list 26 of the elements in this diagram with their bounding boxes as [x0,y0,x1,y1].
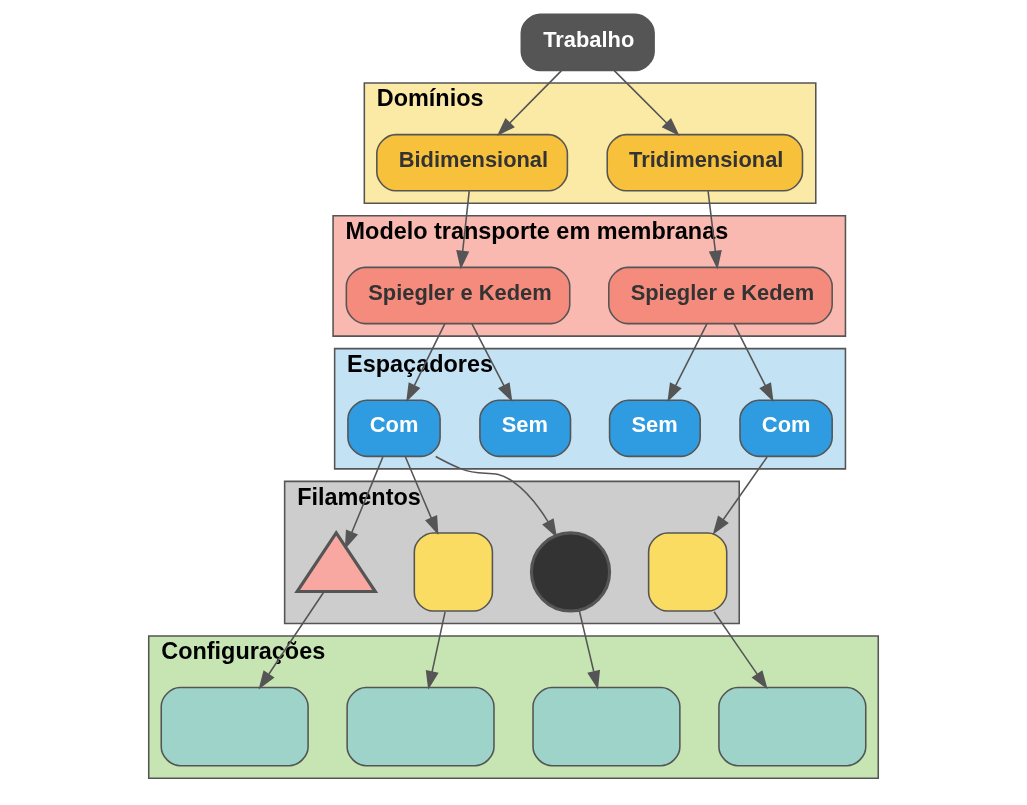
node-box: Sem [608,399,701,458]
node-square [413,532,494,612]
arrow [496,69,563,136]
arrow [613,69,680,136]
arrow [425,611,446,690]
node-box: Spiegler e Kedem [345,266,571,325]
arrow [344,456,384,550]
node-box: Bidimensional [376,133,569,192]
node-box: Sem [479,399,572,458]
node-circle [529,531,612,613]
node-box: Spiegler e Kedem [608,266,833,325]
cluster: Filamentos [283,480,740,625]
node-box: Com [347,399,441,458]
node-box: Trabalho [520,13,655,72]
arrow [258,590,325,690]
node-square [647,532,728,612]
arrow [713,611,768,690]
node-box: Com [739,399,833,458]
node-box [532,686,681,767]
node-box: Tridimensional [606,133,804,192]
arrow [404,456,439,535]
arrow [578,609,601,690]
node-box [160,686,309,767]
node-box [718,686,867,767]
node-box [346,686,495,767]
arrow [434,455,557,538]
